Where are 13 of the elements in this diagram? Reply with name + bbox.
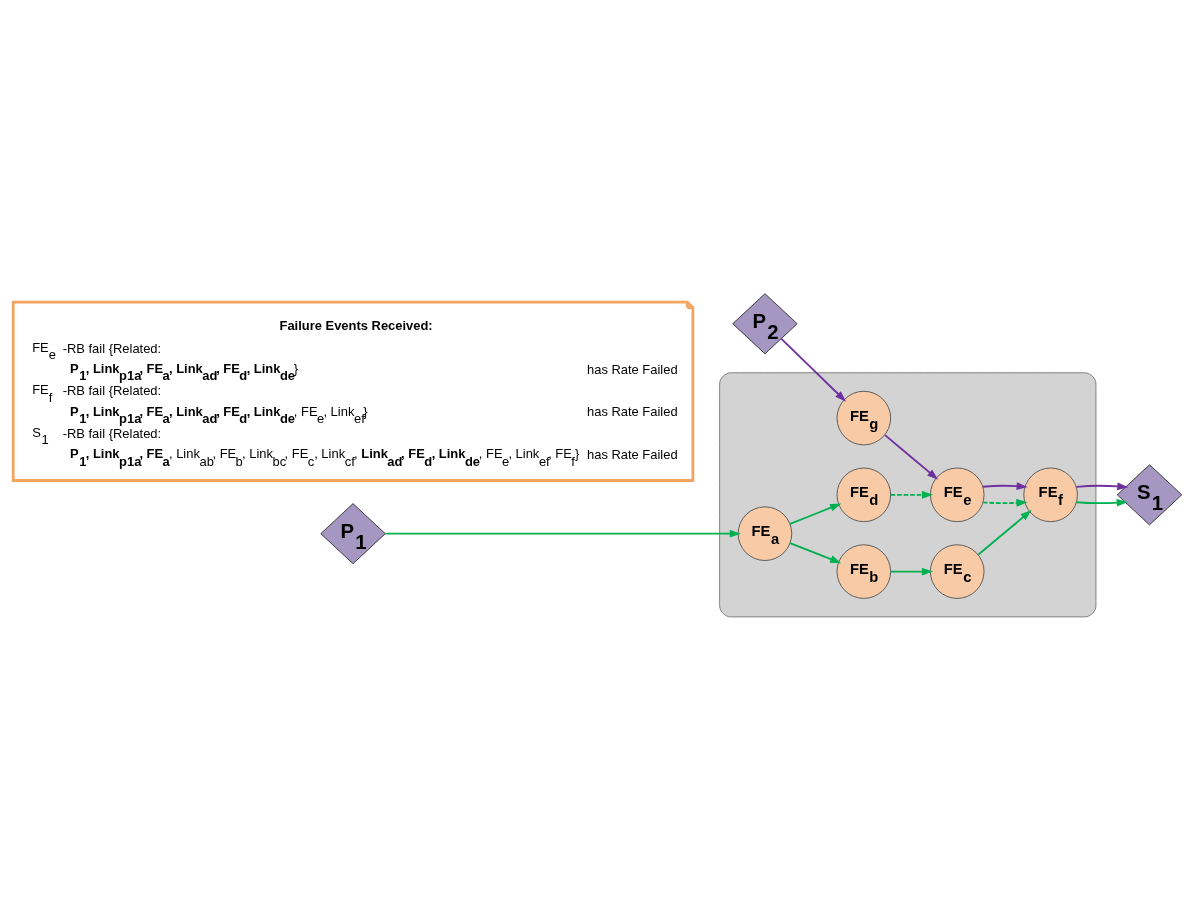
arrow	[889, 490, 934, 499]
arrow	[977, 510, 1032, 556]
arrow	[889, 567, 934, 576]
arrow	[780, 338, 847, 402]
arrow	[789, 542, 842, 564]
arrow	[982, 482, 1028, 490]
cluster	[719, 372, 1097, 618]
arrow	[1075, 482, 1129, 491]
arrow	[982, 499, 1028, 507]
arrow	[384, 529, 741, 538]
arrow	[1075, 498, 1128, 507]
arrow	[789, 503, 842, 525]
arrow	[884, 434, 939, 480]
